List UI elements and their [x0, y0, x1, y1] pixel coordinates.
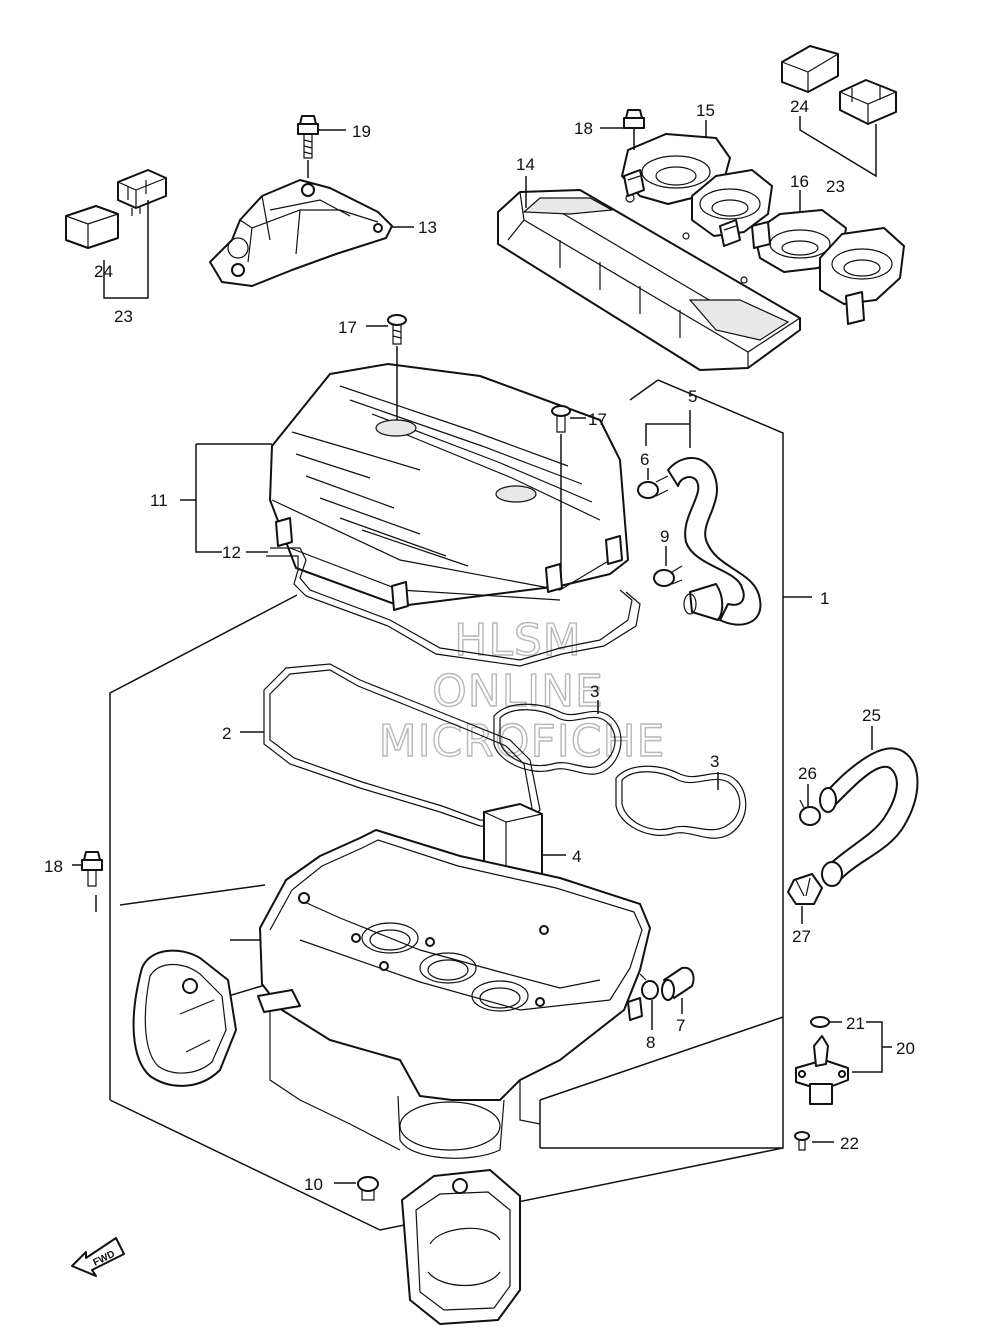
callout-13: 13 — [418, 218, 437, 237]
screw-17-left — [366, 314, 407, 420]
air-cleaner-cover-11 — [269, 363, 629, 611]
screw-17-right — [551, 405, 586, 578]
callout-18-top: 18 — [574, 119, 593, 138]
air-cleaner-case — [257, 829, 651, 1159]
callout-25: 25 — [862, 706, 881, 725]
arrow-icon — [71, 1237, 125, 1277]
callout-2: 2 — [222, 724, 231, 743]
clamp-26 — [799, 799, 821, 826]
connector-group-right — [781, 45, 897, 178]
callout-21: 21 — [846, 1014, 865, 1033]
callout-3-lower: 3 — [710, 752, 719, 771]
filter-element-14 — [497, 189, 801, 371]
sensor-20 — [795, 1016, 849, 1105]
callout-1: 1 — [820, 589, 829, 608]
callout-15: 15 — [696, 101, 715, 120]
connector-plug-23-right — [839, 79, 897, 125]
cap-7 — [661, 966, 695, 1001]
connector-plug-23-left — [117, 169, 167, 209]
clip-10 — [334, 1176, 379, 1201]
callout-8: 8 — [646, 1033, 655, 1052]
callout-19: 19 — [352, 122, 371, 141]
callout-9: 9 — [660, 527, 669, 546]
callout-14: 14 — [516, 155, 535, 174]
callout-18-left: 18 — [44, 857, 63, 876]
connector-group-left — [65, 169, 167, 299]
callout-27: 27 — [792, 927, 811, 946]
callout-17-left: 17 — [338, 318, 357, 337]
callout-7: 7 — [676, 1016, 685, 1035]
screw-18-left — [72, 851, 103, 887]
gasket-2 — [263, 663, 541, 829]
callout-24-left: 24 — [94, 262, 113, 281]
callout-3-upper: 3 — [590, 682, 599, 701]
callout-5: 5 — [688, 387, 697, 406]
clamp-8 — [639, 973, 659, 1000]
callout-24-right: 24 — [790, 97, 809, 116]
gasket-12 — [266, 547, 641, 667]
hose-25 — [819, 747, 919, 887]
bracket-13 — [209, 179, 393, 287]
callout-20: 20 — [896, 1039, 915, 1058]
callout-11: 11 — [150, 491, 168, 510]
callout-22: 22 — [840, 1134, 859, 1153]
intake-duct-lower — [401, 1169, 521, 1325]
watermark-line3: MICROFICHE — [379, 716, 666, 767]
clamp-9 — [653, 565, 683, 587]
callout-26: 26 — [798, 764, 817, 783]
intake-boot-left — [132, 949, 237, 1087]
clamp-6 — [637, 475, 669, 499]
callout-16: 16 — [790, 172, 809, 191]
watermark-line1: HLSM — [454, 615, 582, 666]
callout-6: 6 — [640, 450, 649, 469]
seal-3-lower — [615, 765, 747, 839]
watermark-line2: ONLINE — [432, 666, 604, 717]
callout-17-right: 17 — [588, 410, 607, 429]
callout-23-right: 23 — [826, 177, 845, 196]
watermark: HLSM ONLINE MICROFICHE — [378, 614, 666, 767]
screw-22 — [794, 1131, 834, 1151]
assembly-inner-lines — [95, 884, 266, 1001]
fwd-marker: FWD — [71, 1237, 125, 1277]
clamp-27 — [787, 873, 823, 905]
hose-5 — [667, 457, 762, 626]
connector-cap-24-right — [781, 45, 839, 93]
screw-18-top — [600, 109, 645, 150]
callout-12: 12 — [222, 543, 241, 562]
callout-4: 4 — [572, 847, 581, 866]
callout-23-left: 23 — [114, 307, 133, 326]
velocity-stack-16 — [751, 209, 905, 325]
connector-cap-24-left — [65, 205, 119, 249]
velocity-stack-15 — [621, 133, 773, 247]
screw-19 — [297, 115, 346, 178]
seal-3-upper — [493, 703, 622, 775]
callout-10: 10 — [304, 1175, 323, 1194]
